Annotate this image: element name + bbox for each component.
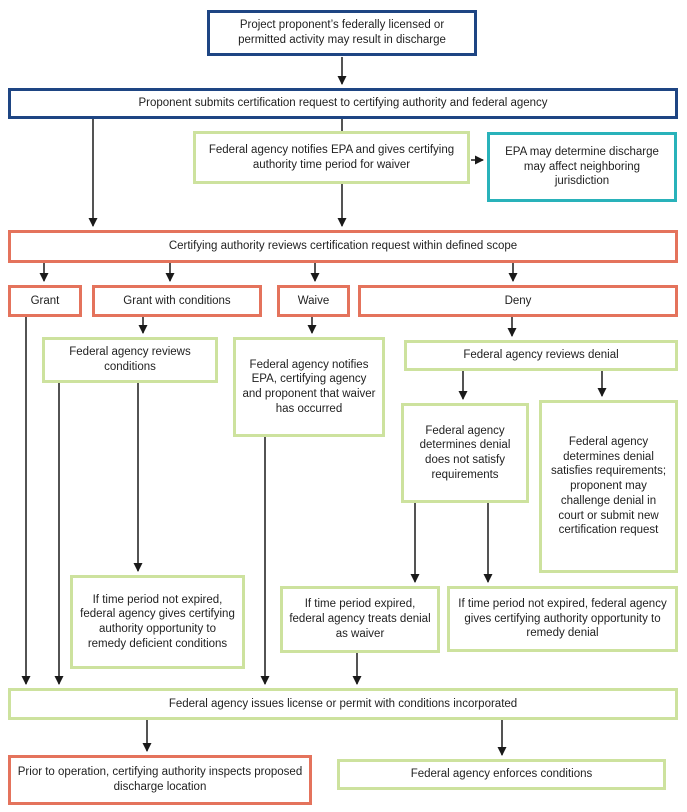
node-treats-waiver: If time period expired, federal agency t… bbox=[280, 586, 440, 653]
node-label-review: Certifying authority reviews certificati… bbox=[168, 240, 518, 253]
node-label-epa: EPA may determine discharge may affect n… bbox=[505, 145, 659, 188]
node-label-reviews-conditions: Federal agency reviews conditions bbox=[69, 346, 191, 373]
node-label-remedy-denial: If time period not expired, federal agen… bbox=[458, 597, 667, 640]
node-label-project: Project proponent’s federally licensed o… bbox=[238, 19, 446, 46]
node-label-denial-not-satisfy: Federal agency determines denial does no… bbox=[419, 424, 511, 481]
node-reviews-conditions: Federal agency reviews conditions bbox=[42, 337, 218, 383]
node-denial-not-satisfy: Federal agency determines denial does no… bbox=[401, 403, 529, 503]
node-label-grant-conditions: Grant with conditions bbox=[123, 294, 231, 307]
node-inspects: Prior to operation, certifying authority… bbox=[8, 755, 312, 805]
node-notify-waiver: Federal agency notifies EPA, certifying … bbox=[233, 337, 385, 437]
node-reviews-denial: Federal agency reviews denial bbox=[404, 340, 678, 371]
node-label-denial-satisfies: Federal agency determines denial satisfi… bbox=[550, 435, 667, 537]
node-review: Certifying authority reviews certificati… bbox=[8, 230, 678, 263]
node-label-submit: Proponent submits certification request … bbox=[138, 97, 548, 110]
node-label-issues-license: Federal agency issues license or permit … bbox=[168, 697, 518, 710]
node-label-remedy-conditions: If time period not expired, federal agen… bbox=[80, 593, 235, 650]
node-label-reviews-denial: Federal agency reviews denial bbox=[463, 349, 619, 362]
edge-group bbox=[21, 57, 607, 756]
node-epa: EPA may determine discharge may affect n… bbox=[487, 132, 677, 202]
node-remedy-conditions: If time period not expired, federal agen… bbox=[70, 575, 245, 669]
node-grant: Grant bbox=[8, 285, 82, 317]
node-enforces: Federal agency enforces conditions bbox=[337, 759, 666, 790]
node-grant-conditions: Grant with conditions bbox=[92, 285, 262, 317]
node-notify: Federal agency notifies EPA and gives ce… bbox=[193, 131, 470, 184]
node-label-notify-waiver: Federal agency notifies EPA, certifying … bbox=[242, 358, 376, 415]
node-label-grant: Grant bbox=[30, 294, 60, 307]
node-label-treats-waiver: If time period expired, federal agency t… bbox=[289, 598, 431, 640]
node-label-notify: Federal agency notifies EPA and gives ce… bbox=[208, 143, 455, 171]
node-waive: Waive bbox=[277, 285, 350, 317]
node-label-waive: Waive bbox=[297, 294, 330, 307]
node-project: Project proponent’s federally licensed o… bbox=[207, 10, 477, 56]
node-remedy-denial: If time period not expired, federal agen… bbox=[447, 586, 678, 652]
node-submit: Proponent submits certification request … bbox=[8, 88, 678, 119]
node-deny: Deny bbox=[358, 285, 678, 317]
node-denial-satisfies: Federal agency determines denial satisfi… bbox=[539, 400, 678, 573]
node-label-deny: Deny bbox=[504, 294, 532, 307]
node-label-enforces: Federal agency enforces conditions bbox=[410, 768, 593, 781]
node-label-inspects: Prior to operation, certifying authority… bbox=[17, 766, 303, 793]
node-issues-license: Federal agency issues license or permit … bbox=[8, 688, 678, 720]
